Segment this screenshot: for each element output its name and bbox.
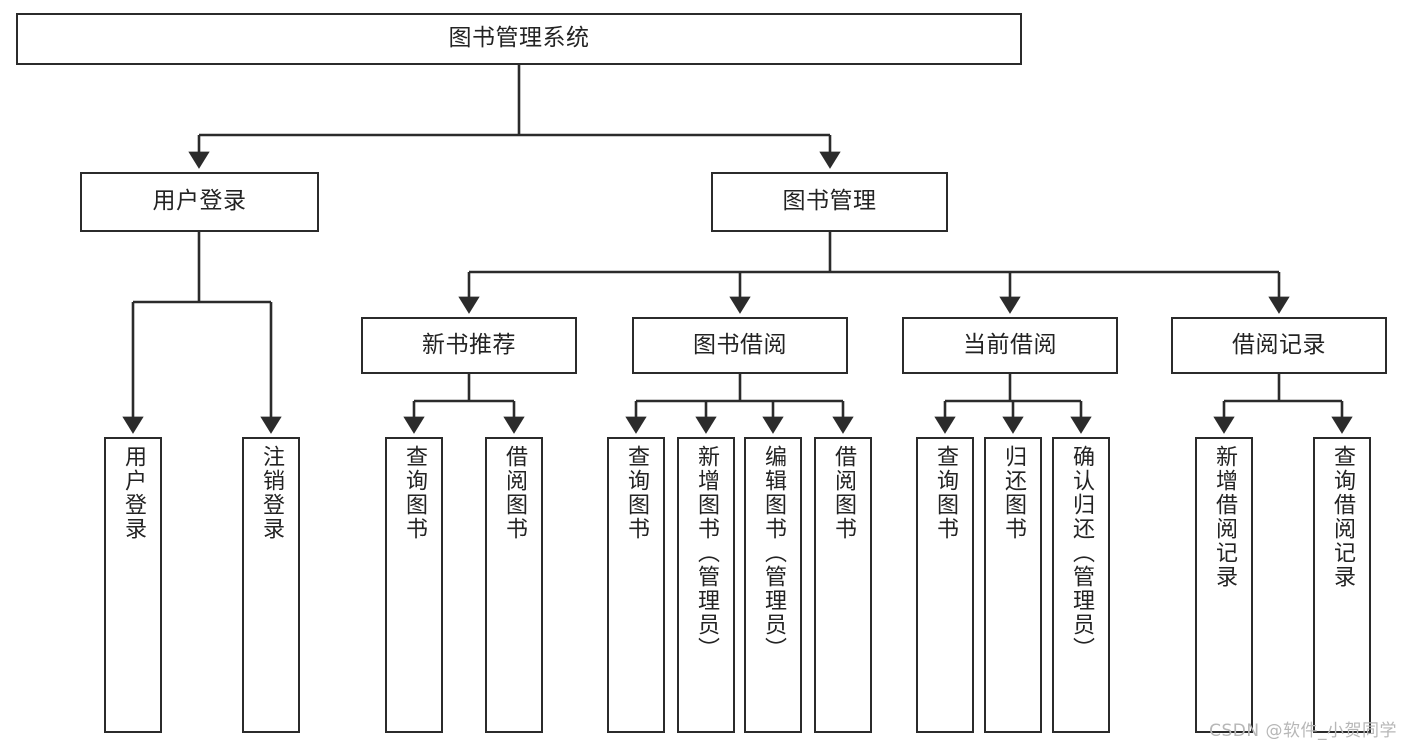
node-leaf-query-book-1-label: 查询图书 [402,445,427,541]
node-leaf-add-book[interactable]: 新增图书（管理员） [677,437,735,733]
node-root[interactable]: 图书管理系统 [16,13,1022,65]
node-current-borrow[interactable]: 当前借阅 [902,317,1118,374]
node-leaf-add-record[interactable]: 新增借阅记录 [1195,437,1253,733]
node-new-book-recommend[interactable]: 新书推荐 [361,317,577,374]
node-leaf-edit-book[interactable]: 编辑图书（管理员） [744,437,802,733]
node-borrow-record[interactable]: 借阅记录 [1171,317,1387,374]
node-current-borrow-label: 当前借阅 [963,331,1057,358]
node-leaf-borrow-book-1-label: 借阅图书 [502,445,527,541]
node-book-manage[interactable]: 图书管理 [711,172,948,232]
node-leaf-query-record[interactable]: 查询借阅记录 [1313,437,1371,733]
node-leaf-logout[interactable]: 注销登录 [242,437,300,733]
node-book-borrow-label: 图书借阅 [693,331,787,358]
node-leaf-confirm-return[interactable]: 确认归还（管理员） [1052,437,1110,733]
node-leaf-edit-book-label: 编辑图书（管理员） [761,445,786,661]
node-leaf-query-book-2-label: 查询图书 [624,445,649,541]
node-leaf-query-book-3-label: 查询图书 [933,445,958,541]
node-leaf-confirm-return-label: 确认归还（管理员） [1069,445,1094,661]
node-leaf-user-login-label: 用户登录 [121,445,146,541]
node-leaf-user-login[interactable]: 用户登录 [104,437,162,733]
csdn-watermark: CSDN @软件_小贺同学 [1209,721,1397,741]
node-book-manage-label: 图书管理 [782,188,877,215]
node-leaf-return-book[interactable]: 归还图书 [984,437,1042,733]
node-borrow-record-label: 借阅记录 [1232,331,1326,358]
node-leaf-query-book-1[interactable]: 查询图书 [385,437,443,733]
node-leaf-borrow-book-2[interactable]: 借阅图书 [814,437,872,733]
node-leaf-query-record-label: 查询借阅记录 [1330,445,1355,589]
node-leaf-borrow-book-2-label: 借阅图书 [831,445,856,541]
node-root-label: 图书管理系统 [448,25,590,52]
node-leaf-return-book-label: 归还图书 [1001,445,1026,541]
node-user-login-label: 用户登录 [152,188,247,215]
node-leaf-query-book-3[interactable]: 查询图书 [916,437,974,733]
node-new-book-recommend-label: 新书推荐 [422,331,516,358]
node-leaf-query-book-2[interactable]: 查询图书 [607,437,665,733]
node-user-login[interactable]: 用户登录 [80,172,319,232]
node-book-borrow[interactable]: 图书借阅 [632,317,848,374]
node-leaf-add-record-label: 新增借阅记录 [1212,445,1237,589]
node-leaf-borrow-book-1[interactable]: 借阅图书 [485,437,543,733]
node-leaf-logout-label: 注销登录 [259,445,284,541]
node-leaf-add-book-label: 新增图书（管理员） [694,445,719,661]
